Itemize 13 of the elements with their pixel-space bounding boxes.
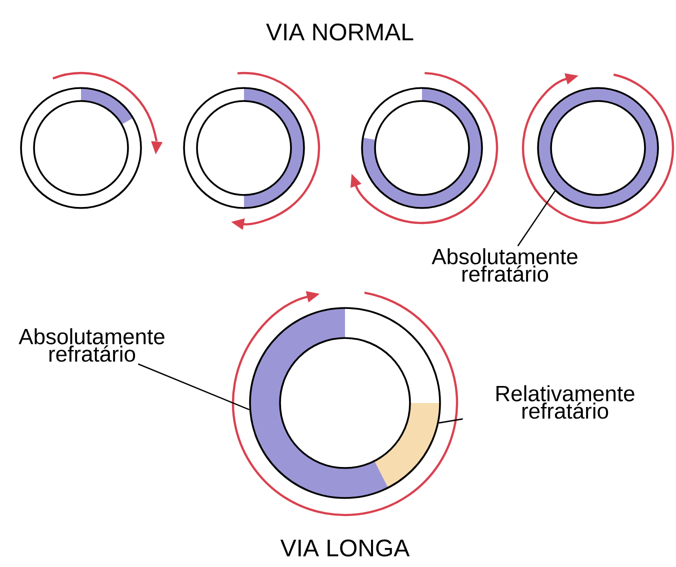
section-label: VIA LONGA (280, 540, 410, 556)
ring-drawing (361, 87, 483, 209)
title: VIA NORMAL (266, 24, 414, 40)
text-label: Absolutamente refratário (18, 328, 164, 362)
ring-drawing (20, 87, 142, 209)
leader-line (438, 418, 463, 424)
ring-drawing (183, 87, 305, 209)
leader-line (138, 363, 250, 410)
ring-drawing (249, 307, 441, 499)
text-label: Relativamente refratário (496, 385, 634, 419)
leader-line (517, 190, 556, 246)
ring-drawing (537, 87, 659, 209)
text-label: Absolutamente refratário (432, 248, 578, 282)
